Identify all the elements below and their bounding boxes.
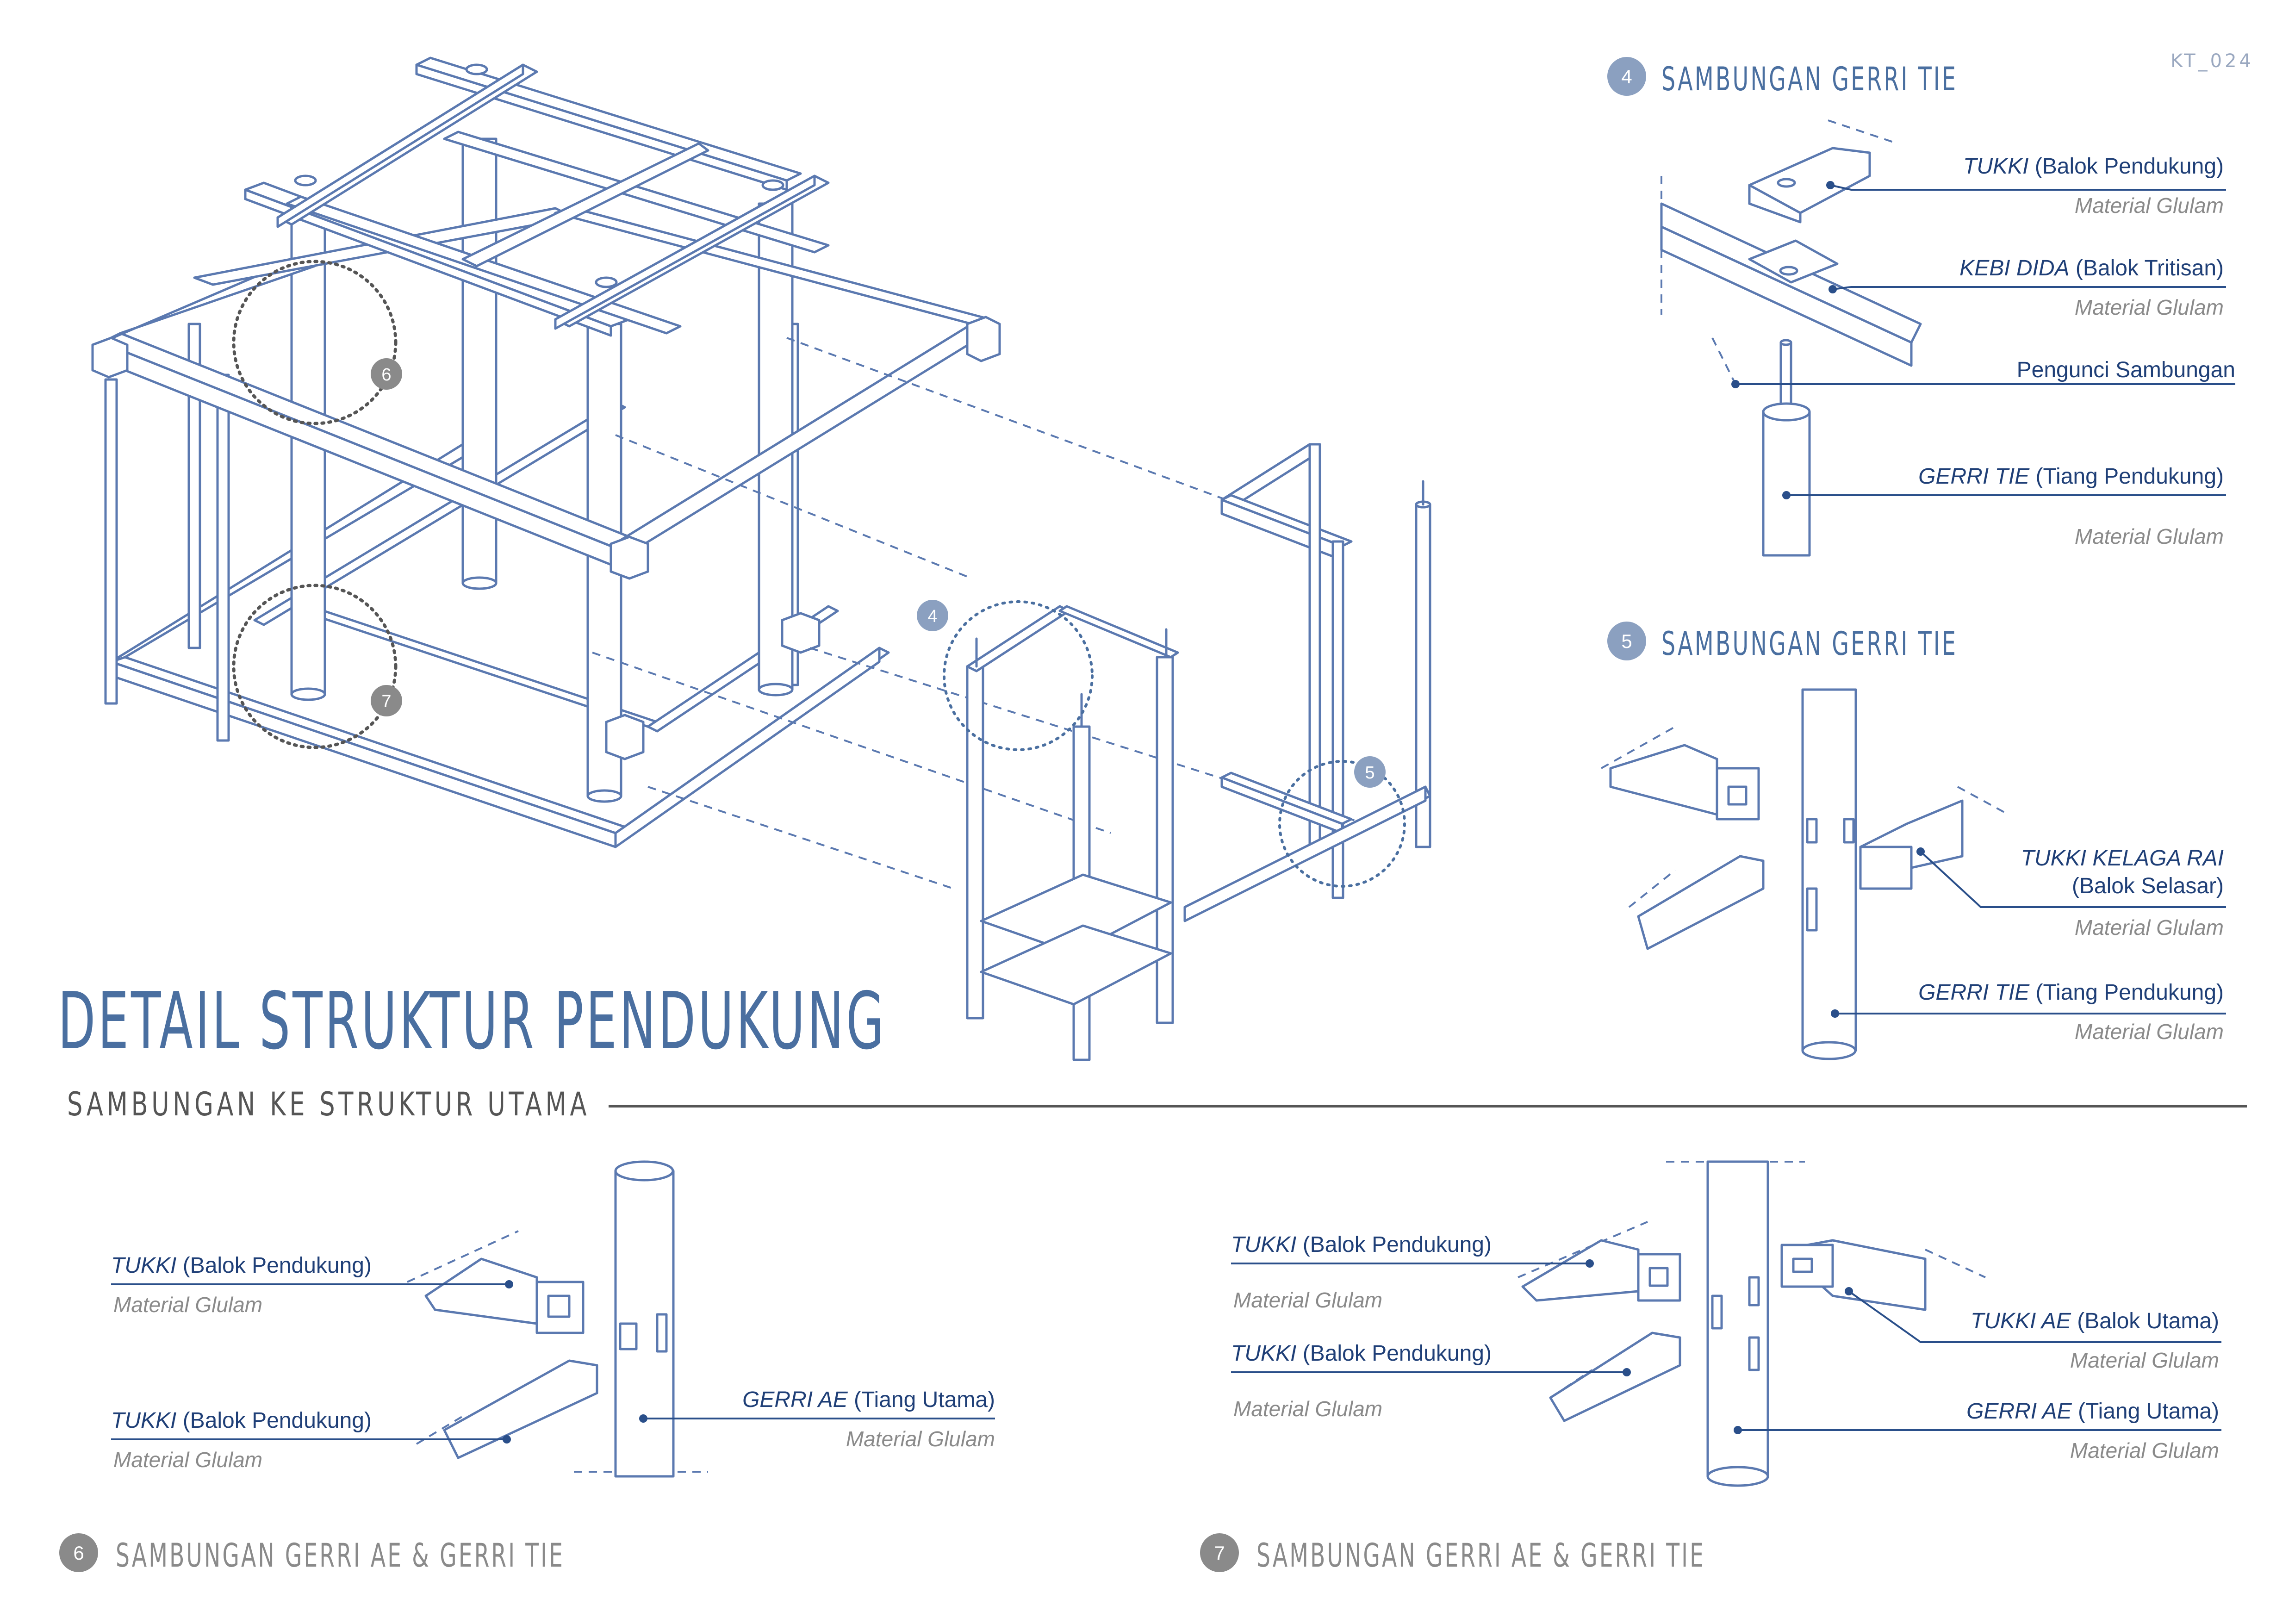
projection-lines bbox=[592, 337, 1366, 890]
s6-material-2: Material Glulam bbox=[113, 1448, 262, 1472]
marker-4-number: 4 bbox=[927, 607, 937, 626]
s5-material-1: Material Glulam bbox=[2075, 915, 2224, 940]
marker-6: 6 bbox=[371, 358, 402, 390]
section-7-labels: TUKKI (Balok Pendukung) Material Glulam … bbox=[1231, 1232, 2221, 1462]
s4-material-1: Material Glulam bbox=[2075, 193, 2224, 218]
s5-label-1-name: TUKKI KELAGA RAI bbox=[2021, 846, 2224, 871]
marker-7: 7 bbox=[371, 685, 402, 716]
section-5-header: 5 SAMBUNGAN GERRI TIE bbox=[1607, 622, 1958, 663]
section-4-title: SAMBUNGAN GERRI TIE bbox=[1661, 60, 1958, 98]
s4-material-4: Material Glulam bbox=[2075, 524, 2224, 548]
s7-label-3: TUKKI AE (Balok Utama) bbox=[1971, 1309, 2219, 1333]
s7-label-1: TUKKI (Balok Pendukung) bbox=[1231, 1232, 1492, 1257]
section-7-drawing bbox=[1518, 1160, 1986, 1487]
section-5-number: 5 bbox=[1621, 630, 1632, 652]
section-6-title: SAMBUNGAN GERRI AE & GERRI TIE bbox=[116, 1537, 565, 1574]
s7-label-4: GERRI AE (Tiang Utama) bbox=[1966, 1399, 2219, 1424]
s7-material-1: Material Glulam bbox=[1233, 1288, 1382, 1312]
section-7-number: 7 bbox=[1214, 1542, 1225, 1564]
section-6-drawing bbox=[407, 1160, 708, 1478]
section-4-labels: TUKKI (Balok Pendukung) Material Glulam … bbox=[1731, 154, 2235, 548]
page-subtitle: SAMBUNGAN KE STRUKTUR UTAMA bbox=[67, 1085, 590, 1123]
section-7-footer: 7 SAMBUNGAN GERRI AE & GERRI TIE bbox=[1200, 1533, 1705, 1574]
s6-material-3: Material Glulam bbox=[846, 1427, 995, 1451]
s4-label-2: KEBI DIDA (Balok Tritisan) bbox=[1959, 256, 2224, 280]
s6-material-1: Material Glulam bbox=[113, 1293, 262, 1317]
callout-circles bbox=[232, 260, 1406, 888]
page-title: DETAIL STRUKTUR PENDUKUNG bbox=[58, 976, 886, 1067]
s5-material-2: Material Glulam bbox=[2075, 1020, 2224, 1044]
s6-label-2: TUKKI (Balok Pendukung) bbox=[111, 1408, 372, 1433]
section-7-title: SAMBUNGAN GERRI AE & GERRI TIE bbox=[1256, 1537, 1705, 1574]
s4-label-4: GERRI TIE (Tiang Pendukung) bbox=[1918, 464, 2224, 489]
section-4-header: 4 SAMBUNGAN GERRI TIE bbox=[1607, 57, 1958, 98]
s4-label-1: TUKKI (Balok Pendukung) bbox=[1963, 154, 2224, 179]
section-6-labels: TUKKI (Balok Pendukung) Material Glulam … bbox=[111, 1253, 995, 1472]
s4-material-2: Material Glulam bbox=[2075, 295, 2224, 319]
s7-material-2: Material Glulam bbox=[1233, 1397, 1382, 1421]
marker-6-number: 6 bbox=[381, 365, 391, 385]
section-6-footer: 6 SAMBUNGAN GERRI AE & GERRI TIE bbox=[59, 1533, 565, 1574]
sheet-code: KT_024 bbox=[2171, 50, 2254, 72]
s4-label-3: Pengunci Sambungan bbox=[2017, 358, 2235, 382]
section-4-number: 4 bbox=[1621, 66, 1632, 87]
marker-7-number: 7 bbox=[381, 692, 391, 711]
exploded-secondary-frame bbox=[966, 443, 1431, 1061]
section-5-labels: TUKKI KELAGA RAI (Balok Selasar) Materia… bbox=[1831, 846, 2226, 1044]
section-5-title: SAMBUNGAN GERRI TIE bbox=[1661, 625, 1958, 663]
s7-material-4: Material Glulam bbox=[2070, 1438, 2219, 1462]
marker-4: 4 bbox=[917, 600, 948, 631]
s7-label-2: TUKKI (Balok Pendukung) bbox=[1231, 1341, 1492, 1366]
section-5-drawing bbox=[1601, 688, 2009, 1060]
s7-material-3: Material Glulam bbox=[2070, 1348, 2219, 1372]
s5-label-2: GERRI TIE (Tiang Pendukung) bbox=[1918, 980, 2224, 1005]
s6-label-1: TUKKI (Balok Pendukung) bbox=[111, 1253, 372, 1278]
main-isometric-frame bbox=[91, 56, 1001, 848]
section-4-drawing bbox=[1660, 119, 1922, 557]
s5-label-1-desc: (Balok Selasar) bbox=[2072, 874, 2224, 898]
s6-label-3: GERRI AE (Tiang Utama) bbox=[742, 1388, 995, 1412]
marker-5: 5 bbox=[1354, 756, 1386, 788]
section-6-number: 6 bbox=[73, 1542, 84, 1564]
marker-5-number: 5 bbox=[1365, 763, 1375, 783]
